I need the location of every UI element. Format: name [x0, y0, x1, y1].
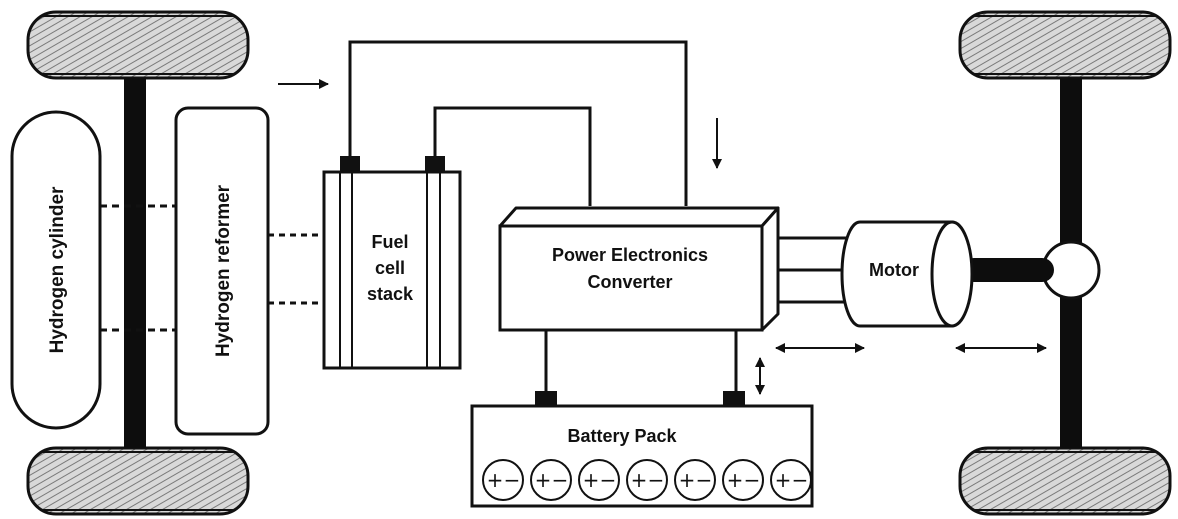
wire-outer	[348, 40, 688, 206]
fuel-cell-label-line1: Fuel	[371, 232, 408, 252]
converter-label-line1: Power Electronics	[552, 245, 708, 265]
battery-cell-minus: −	[504, 468, 521, 492]
battery-cell-circle	[770, 459, 812, 501]
fuel-cell-label-line3: stack	[367, 284, 414, 304]
converter-label-line2: Converter	[587, 272, 672, 292]
battery-cell: +−	[722, 459, 764, 501]
battery-cells: +−+−+−+−+−+−+−	[482, 459, 812, 501]
wire-inner	[433, 106, 592, 206]
battery-cell-plus: +	[631, 468, 648, 492]
battery-cell-minus: −	[792, 468, 809, 492]
battery-cell-circle	[722, 459, 764, 501]
battery-cell: +−	[626, 459, 668, 501]
battery-cell-plus: +	[775, 468, 792, 492]
power-electronics-converter	[498, 206, 780, 332]
battery-cell: +−	[674, 459, 716, 501]
battery-cell-circle	[530, 459, 572, 501]
battery-cell: +−	[482, 459, 524, 501]
wheel-rear-left	[26, 446, 250, 516]
battery-terminal-left	[535, 391, 557, 406]
battery-cell-circle	[626, 459, 668, 501]
battery-cell-plus: +	[679, 468, 696, 492]
fuel-cell-label-line2: cell	[375, 258, 405, 278]
wheel-front-right	[958, 10, 1172, 80]
hydrogen-cylinder-label: Hydrogen cylinder	[47, 186, 68, 353]
wheel-front-left	[26, 10, 250, 80]
battery-cell-minus: −	[552, 468, 569, 492]
fuel-cell-terminal-right	[425, 156, 445, 172]
wheel-rear-right	[958, 446, 1172, 516]
battery-pack-label: Battery Pack	[567, 426, 677, 446]
battery-cell-minus: −	[744, 468, 761, 492]
battery-cell-plus: +	[583, 468, 600, 492]
battery-cell: +−	[578, 459, 620, 501]
fuel-cell-terminal-left	[340, 156, 360, 172]
left-axle	[124, 78, 146, 448]
battery-cell-circle	[482, 459, 524, 501]
hydrogen-reformer	[174, 106, 270, 436]
fuel-cell-stack	[322, 156, 462, 370]
motor-label: Motor	[869, 260, 919, 280]
battery-cell-plus: +	[535, 468, 552, 492]
battery-cell-circle	[578, 459, 620, 501]
hydrogen-cylinder	[10, 110, 102, 430]
battery-cell: +−	[770, 459, 812, 501]
battery-cell: +−	[530, 459, 572, 501]
battery-cell-minus: −	[696, 468, 713, 492]
battery-cell-plus: +	[727, 468, 744, 492]
battery-cell-minus: −	[600, 468, 617, 492]
motor	[840, 220, 974, 328]
hydrogen-reformer-label: Hydrogen reformer	[213, 184, 234, 357]
drive-shaft	[962, 258, 1054, 282]
battery-cell-minus: −	[648, 468, 665, 492]
battery-terminal-right	[723, 391, 745, 406]
battery-cell-circle	[674, 459, 716, 501]
battery-cell-plus: +	[487, 468, 504, 492]
